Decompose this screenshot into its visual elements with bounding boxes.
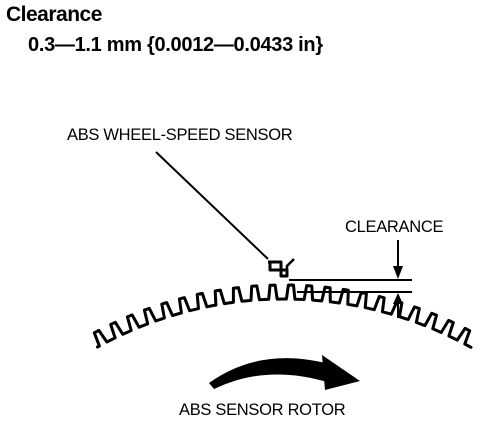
sensor-leader-line xyxy=(155,151,269,260)
sensor-rotor-teeth xyxy=(92,283,473,349)
clearance-arrow-bottom xyxy=(393,293,403,318)
clearance-spec: 0.3—1.1 mm {0.0012—0.0433 in} xyxy=(28,34,323,56)
wheel-speed-sensor xyxy=(268,260,289,278)
sensor-label: ABS WHEEL-SPEED SENSOR xyxy=(67,126,293,144)
rotation-direction-arrow xyxy=(209,355,360,390)
rotor-label: ABS SENSOR ROTOR xyxy=(179,401,346,419)
sensor-bracket xyxy=(285,258,295,273)
page-title: Clearance xyxy=(6,3,102,26)
clearance-label: CLEARANCE xyxy=(345,218,443,236)
clearance-arrow-top xyxy=(393,240,403,279)
